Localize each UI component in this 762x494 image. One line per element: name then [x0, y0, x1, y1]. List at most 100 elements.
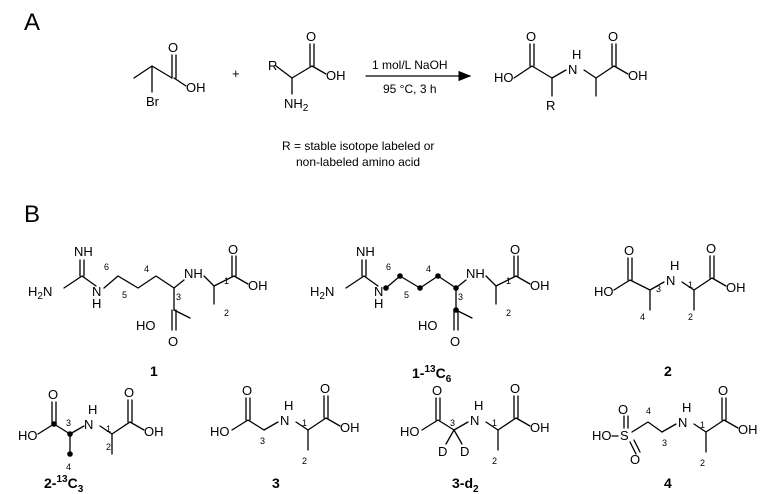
atom-h2n: H2N: [310, 284, 334, 302]
atom-o: O: [706, 241, 716, 256]
condition-temperature: 95 °C, 3 h: [383, 82, 437, 96]
atom-o: O: [168, 334, 178, 349]
position-4: 4: [66, 462, 71, 472]
label-marker: [67, 451, 73, 457]
atom-h2n: H2N: [28, 284, 52, 302]
label-marker: [67, 431, 73, 437]
position-1: 1: [700, 420, 705, 430]
position-2: 2: [700, 458, 705, 468]
label-marker: [397, 273, 403, 279]
label-marker: [435, 273, 441, 279]
atom-r: R: [546, 98, 555, 113]
atom-nh: NH: [356, 244, 375, 259]
compound-label-2-13c3: 2-13C3: [44, 474, 84, 494]
position-5: 5: [404, 290, 409, 300]
atom-oh: OH: [326, 68, 346, 83]
atom-oh: OH: [340, 420, 360, 435]
compound-1-13c6-structure: NH H2N N H HO O NH O OH 6 5 4 3 1 2: [310, 242, 550, 349]
plus-sign: +: [232, 66, 240, 81]
atom-o: O: [242, 383, 252, 398]
atom-ho: HO: [418, 318, 438, 333]
label-marker: [51, 421, 57, 427]
r-group-note-line2: non-labeled amino acid: [296, 155, 420, 169]
position-1: 1: [492, 418, 497, 428]
atom-n-h: N: [92, 284, 101, 299]
atom-o: O: [618, 402, 628, 417]
atom-d: D: [460, 444, 469, 459]
atom-nh: NH: [184, 266, 203, 281]
compound-label-4: 4: [664, 475, 672, 491]
amino-acid-structure: R O OH 1NH2: [268, 29, 346, 114]
position-3: 3: [662, 438, 667, 448]
position-4: 4: [640, 312, 645, 322]
atom-o: O: [48, 387, 58, 402]
atom-o: O: [608, 29, 618, 44]
bromopropanoic-acid-structure: O OH Br: [133, 40, 206, 109]
atom-o: O: [168, 40, 178, 55]
panel-label-a: A: [24, 9, 40, 36]
compound-label-2: 2: [664, 363, 672, 379]
atom-oh: OH: [186, 80, 206, 95]
position-1: 1: [224, 276, 229, 286]
condition-reagent: 1 mol/L NaOH: [372, 58, 448, 72]
atom-o: O: [526, 29, 536, 44]
position-6: 6: [386, 262, 391, 272]
atom-r: R: [268, 58, 277, 73]
atom-nh2: 1NH2: [284, 96, 309, 114]
atom-br: Br: [146, 94, 160, 109]
atom-o: O: [306, 29, 316, 44]
atom-o: O: [718, 383, 728, 398]
atom-d: D: [438, 444, 447, 459]
atom-o: O: [432, 383, 442, 398]
position-3: 3: [176, 292, 181, 302]
position-4: 4: [144, 264, 149, 274]
position-3: 3: [458, 292, 463, 302]
atom-ho: HO: [400, 424, 420, 439]
compound-label-3-d2: 3-d2: [452, 475, 479, 494]
atom-o: O: [624, 243, 634, 258]
atom-nh: NH: [74, 244, 93, 259]
label-marker: [453, 307, 459, 313]
compound-label-1-13c6: 1-13C6: [412, 364, 452, 385]
position-2: 2: [224, 308, 229, 318]
atom-ho: HO: [18, 428, 38, 443]
atom-ho: HO: [592, 428, 612, 443]
position-2: 2: [106, 442, 111, 452]
position-3: 3: [656, 284, 661, 294]
atom-oh: OH: [738, 422, 758, 437]
position-2: 2: [492, 456, 497, 466]
position-3: 3: [450, 418, 455, 428]
atom-oh: OH: [530, 420, 550, 435]
atom-o: O: [320, 381, 330, 396]
atom-o: O: [124, 385, 134, 400]
position-3: 3: [66, 418, 71, 428]
compound-label-3: 3: [272, 475, 280, 491]
reaction-arrow: 1 mol/L NaOH 95 °C, 3 h: [365, 58, 472, 96]
atom-oh: OH: [726, 280, 746, 295]
position-5: 5: [122, 290, 127, 300]
position-6: 6: [104, 262, 109, 272]
atom-o: O: [450, 334, 460, 349]
label-marker: [417, 285, 423, 291]
label-marker: [453, 285, 459, 291]
position-2: 2: [688, 312, 693, 322]
position-1: 1: [688, 280, 693, 290]
atom-n-h: N: [374, 284, 383, 299]
atom-ho: HO: [594, 284, 614, 299]
position-3: 3: [260, 436, 265, 446]
atom-oh: OH: [628, 68, 648, 83]
atom-o: O: [510, 242, 520, 257]
atom-oh: OH: [248, 278, 268, 293]
position-2: 2: [506, 308, 511, 318]
